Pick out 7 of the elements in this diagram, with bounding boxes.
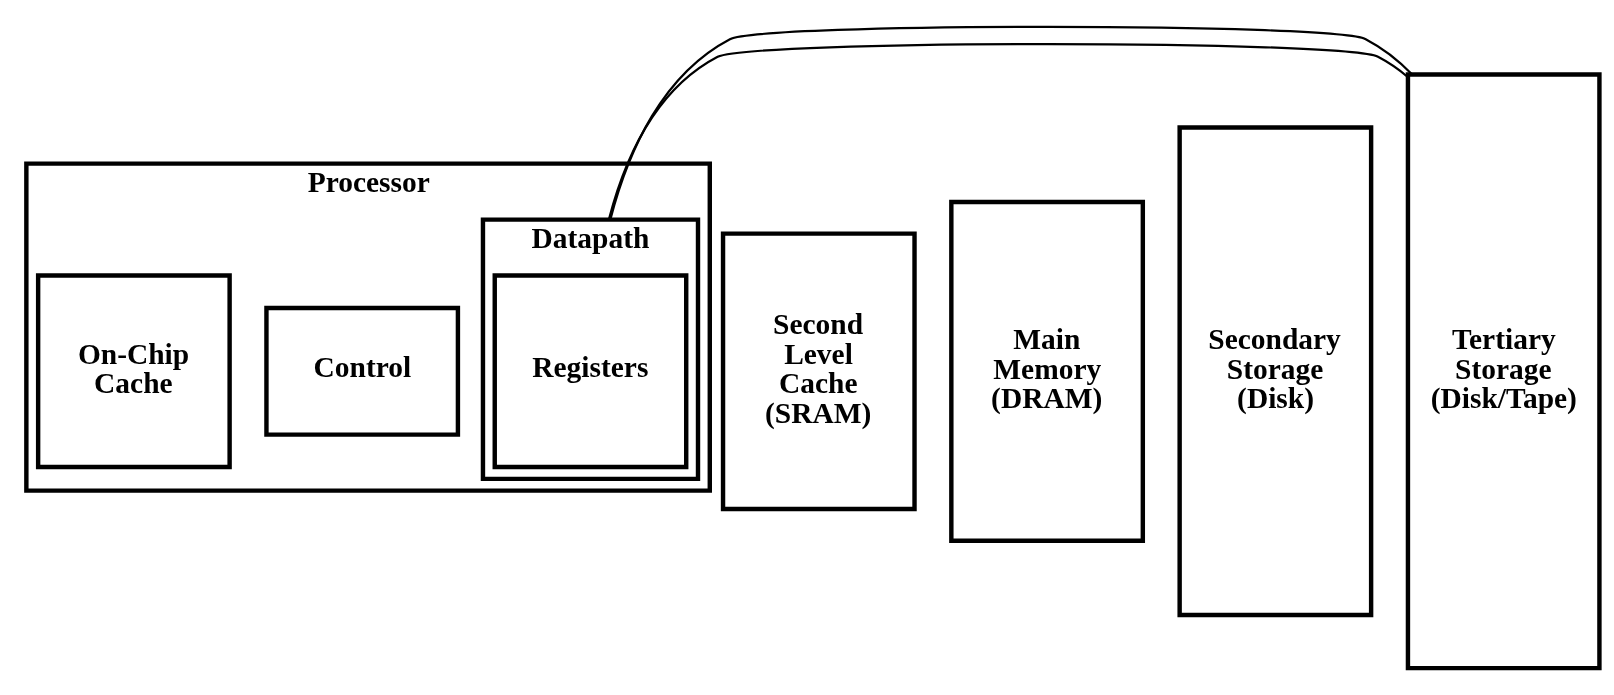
node-box: On-Chip Cache bbox=[35, 273, 232, 470]
node-box: Main Memory (DRAM) bbox=[949, 199, 1146, 543]
node-box: Secondary Storage (Disk) bbox=[1177, 125, 1374, 618]
node-box: Second Level Cache (SRAM) bbox=[720, 231, 917, 512]
node-box: Control bbox=[264, 305, 461, 437]
node-box: Tertiary Storage (Disk/Tape) bbox=[1405, 72, 1602, 671]
node-box: Registers bbox=[492, 273, 689, 470]
